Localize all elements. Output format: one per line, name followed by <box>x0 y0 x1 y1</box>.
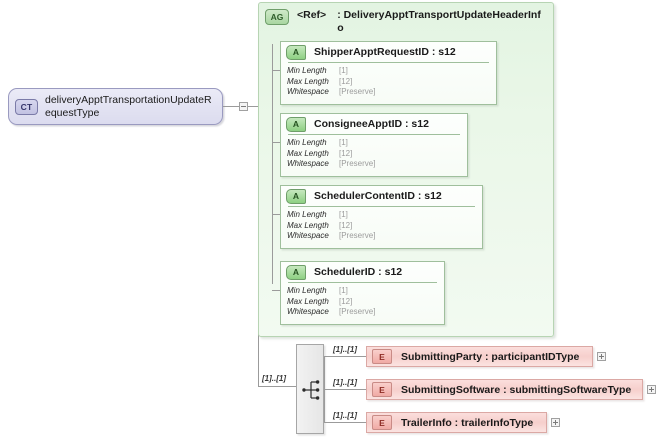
facet-name: Min Length <box>287 286 327 295</box>
element-cardinality: [1]..[1] <box>333 378 357 387</box>
facet-row: Min Length [1] <box>287 286 444 297</box>
facet-value: [1] <box>339 286 348 295</box>
facet-row: Whitespace [Preserve] <box>287 307 444 318</box>
attribute-header: A ShipperApptRequestID : s12 <box>281 42 496 62</box>
facet-value: [1] <box>339 138 348 147</box>
attribute-facets: Min Length [1] Max Length [12] Whitespac… <box>281 283 444 322</box>
attribute-separator <box>288 62 489 63</box>
facet-name: Min Length <box>287 210 327 219</box>
element-badge-icon: E <box>372 349 392 364</box>
attribute-group-badge-icon: AG <box>265 9 289 25</box>
facet-name: Whitespace <box>287 231 329 240</box>
expand-toggle-element-2[interactable] <box>647 385 656 394</box>
element-node[interactable]: E TrailerInfo : trailerInfoType <box>366 412 547 433</box>
facet-name: Max Length <box>287 148 329 158</box>
attribute-title: SchedulerContentID : s12 <box>314 190 442 202</box>
attribute-header: A ConsigneeApptID : s12 <box>281 114 467 134</box>
attribute-badge-icon: A <box>286 188 306 204</box>
facet-value: [Preserve] <box>339 159 376 168</box>
connector-attr-stub-1 <box>272 70 280 71</box>
facet-row: Whitespace [Preserve] <box>287 87 496 98</box>
connector-root-out <box>223 106 239 107</box>
element-title: SubmittingParty : participantIDType <box>401 350 580 363</box>
element-node[interactable]: E SubmittingParty : participantIDType <box>366 346 593 367</box>
expand-toggle-element-1[interactable] <box>597 352 606 361</box>
attribute-separator <box>288 206 475 207</box>
connector-element-stub-1 <box>324 356 366 357</box>
facet-value: [Preserve] <box>339 87 376 96</box>
attribute-facets: Min Length [1] Max Length [12] Whitespac… <box>281 63 496 102</box>
facet-value: [1] <box>339 210 348 219</box>
facet-value: [12] <box>339 76 353 86</box>
facet-name: Min Length <box>287 66 327 75</box>
attribute-separator <box>288 282 437 283</box>
complex-type-node[interactable]: CT deliveryApptTransportationUpdateReque… <box>8 88 223 125</box>
facet-row: Max Length [12] <box>287 149 467 160</box>
facet-row: Whitespace [Preserve] <box>287 159 467 170</box>
attribute-title: ShipperApptRequestID : s12 <box>314 46 456 58</box>
facet-name: Whitespace <box>287 307 329 316</box>
connector-element-stub-3 <box>324 422 366 423</box>
connector-element-stub-2 <box>324 389 366 390</box>
attribute-separator <box>288 134 460 135</box>
facet-row: Max Length [12] <box>287 297 444 308</box>
facet-row: Max Length [12] <box>287 221 482 232</box>
element-cardinality: [1]..[1] <box>333 345 357 354</box>
attribute-group-type-label: : DeliveryApptTransportUpdateHeaderInfo <box>337 9 541 34</box>
attribute-facets: Min Length [1] Max Length [12] Whitespac… <box>281 135 467 174</box>
connector-attr-stub-2 <box>272 142 280 143</box>
attribute-node[interactable]: A SchedulerContentID : s12 Min Length [1… <box>280 185 483 249</box>
attribute-node[interactable]: A SchedulerID : s12 Min Length [1] Max L… <box>280 261 445 325</box>
facet-row: Min Length [1] <box>287 66 496 77</box>
connector-attr-stub-3 <box>272 214 280 215</box>
attribute-title: ConsigneeApptID : s12 <box>314 118 429 130</box>
facet-value: [1] <box>339 66 348 75</box>
collapse-toggle-root[interactable] <box>239 102 248 111</box>
element-badge-icon: E <box>372 382 392 397</box>
element-node[interactable]: E SubmittingSoftware : submittingSoftwar… <box>366 379 643 400</box>
element-cardinality: [1]..[1] <box>333 411 357 420</box>
attribute-group-header: AG <Ref> : DeliveryApptTransportUpdateHe… <box>265 9 547 34</box>
sequence-cardinality: [1]..[1] <box>262 374 286 383</box>
facet-value: [12] <box>339 220 353 230</box>
complex-type-label: deliveryApptTransportationUpdateRequestT… <box>45 94 212 119</box>
attribute-header: A SchedulerID : s12 <box>281 262 444 282</box>
facet-name: Max Length <box>287 296 329 306</box>
sequence-compositor-node[interactable] <box>296 344 324 434</box>
element-title: SubmittingSoftware : submittingSoftwareT… <box>401 383 632 396</box>
expand-toggle-element-3[interactable] <box>551 418 560 427</box>
attribute-facets: Min Length [1] Max Length [12] Whitespac… <box>281 207 482 246</box>
connector-attribute-rail <box>272 44 273 284</box>
element-badge-icon: E <box>372 415 392 430</box>
facet-value: [Preserve] <box>339 307 376 316</box>
facet-name: Whitespace <box>287 159 329 168</box>
facet-name: Max Length <box>287 220 329 230</box>
attribute-node[interactable]: A ShipperApptRequestID : s12 Min Length … <box>280 41 497 105</box>
facet-row: Min Length [1] <box>287 138 467 149</box>
facet-row: Min Length [1] <box>287 210 482 221</box>
facet-name: Min Length <box>287 138 327 147</box>
facet-row: Max Length [12] <box>287 77 496 88</box>
connector-attr-stub-4 <box>272 290 280 291</box>
attribute-badge-icon: A <box>286 116 306 132</box>
facet-name: Max Length <box>287 76 329 86</box>
facet-value: [12] <box>339 296 353 306</box>
attribute-node[interactable]: A ConsigneeApptID : s12 Min Length [1] M… <box>280 113 468 177</box>
attribute-group-ref-label: <Ref> <box>297 9 327 21</box>
sequence-compositor-icon <box>302 380 320 400</box>
element-title: TrailerInfo : trailerInfoType <box>401 416 534 429</box>
attribute-title: SchedulerID : s12 <box>314 266 403 278</box>
attribute-badge-icon: A <box>286 264 306 280</box>
facet-value: [Preserve] <box>339 231 376 240</box>
complex-type-badge-icon: CT <box>15 98 38 115</box>
connector-root-to-trunk <box>248 106 258 107</box>
attribute-badge-icon: A <box>286 44 306 60</box>
facet-value: [12] <box>339 148 353 158</box>
connector-trunk-to-sequence <box>258 386 296 387</box>
facet-name: Whitespace <box>287 87 329 96</box>
facet-row: Whitespace [Preserve] <box>287 231 482 242</box>
attribute-header: A SchedulerContentID : s12 <box>281 186 482 206</box>
